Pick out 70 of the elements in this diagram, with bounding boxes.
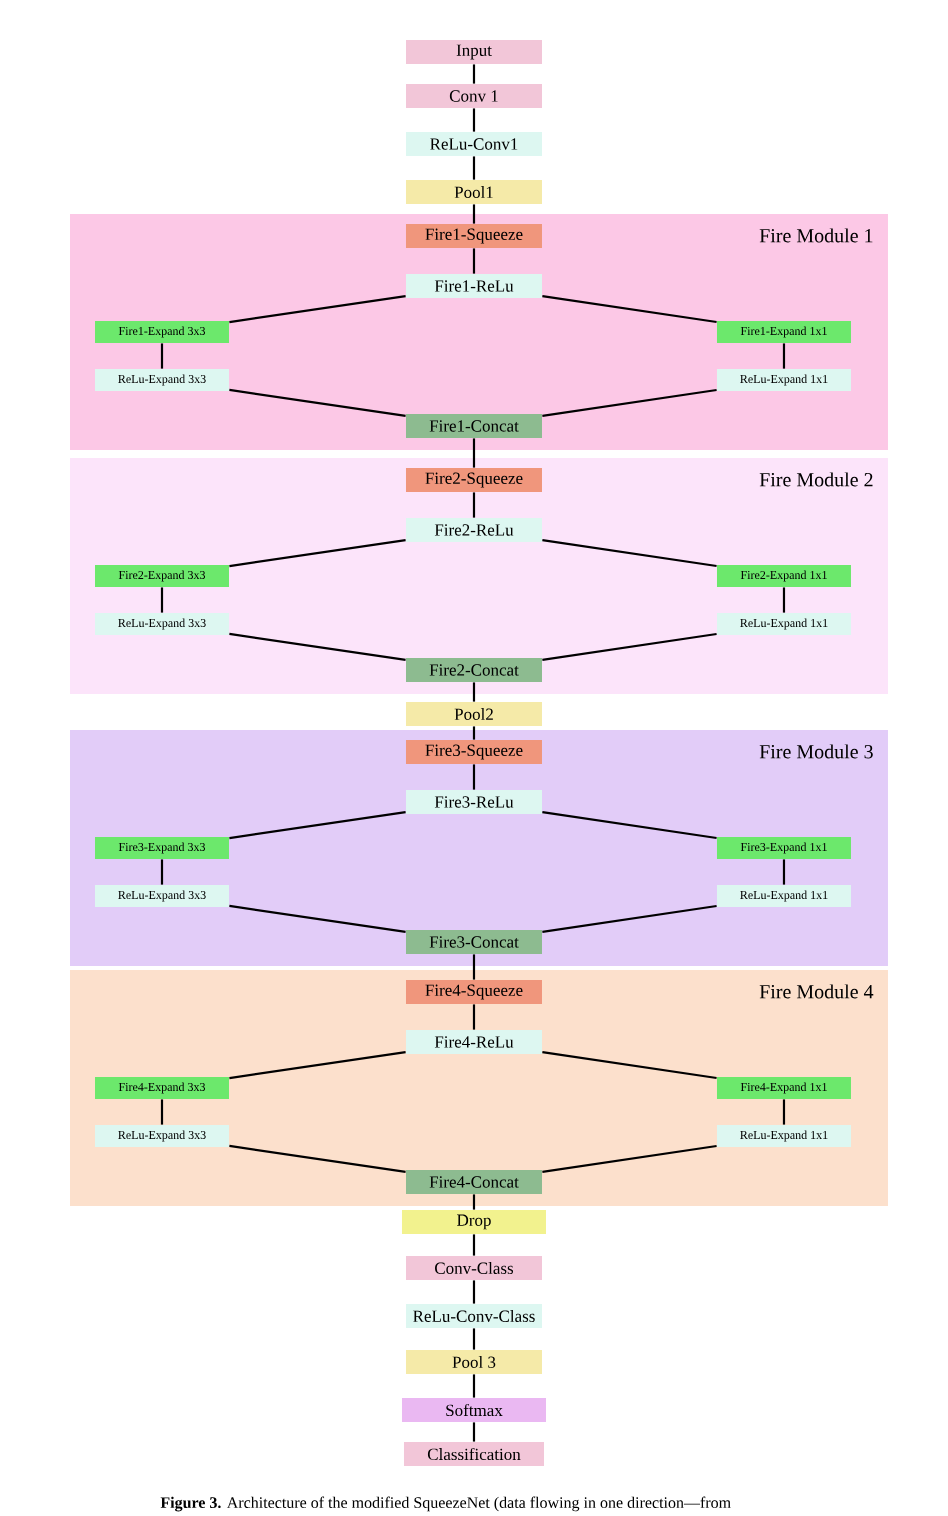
connector-line [542, 388, 717, 417]
connector-line [542, 539, 717, 568]
layer-box: Fire2-Concat [406, 658, 542, 682]
connector-line [542, 811, 717, 840]
layer-box: ReLu-Conv1 [406, 132, 542, 156]
connector-line [782, 343, 786, 369]
connector-line [229, 1051, 406, 1080]
connector-line [472, 204, 476, 224]
layer-box: Pool1 [406, 180, 542, 204]
connector-line [542, 1051, 717, 1080]
connector-line [472, 1374, 476, 1398]
connector-line [229, 388, 406, 418]
layer-box: Input [406, 40, 542, 65]
connector-line [472, 726, 476, 740]
layer-box: Pool 3 [406, 1350, 542, 1374]
connector-line [229, 904, 406, 933]
module-title: Fire Module 3 [759, 744, 873, 759]
connector-line [160, 343, 164, 369]
layer-box: ReLu-Conv-Class [406, 1304, 542, 1328]
module-title: Fire Module 4 [759, 984, 874, 999]
connector-line [160, 1099, 164, 1125]
layer-box: Fire3-Squeeze [406, 740, 542, 764]
connector-line [229, 811, 406, 840]
connector-line [472, 438, 476, 468]
connector-line [160, 859, 164, 885]
layer-box: Fire4-Squeeze [406, 980, 542, 1004]
connector-line [229, 539, 406, 568]
module-title: Fire Module 1 [759, 228, 873, 243]
connector-line [472, 1004, 476, 1030]
layer-box: Fire1-Squeeze [406, 224, 542, 248]
connector-line [472, 1280, 476, 1304]
connector-line [472, 108, 476, 132]
connector-line [229, 632, 406, 662]
connector-line [472, 1194, 476, 1210]
connector-line [472, 492, 476, 518]
layer-box: Fire2-ReLu [406, 518, 542, 542]
layer-box: Fire1-Concat [406, 414, 542, 438]
layer-box: Drop [402, 1210, 546, 1234]
connector-line [472, 156, 476, 180]
layer-box: Fire3-ReLu [406, 790, 542, 814]
connector-line [782, 859, 786, 885]
layer-box: Conv 1 [406, 84, 542, 109]
layer-box: Fire4-Concat [406, 1170, 542, 1194]
connector-line [782, 587, 786, 613]
layer-box: Fire2-Squeeze [406, 468, 542, 492]
connector-line [472, 764, 476, 790]
layer-box: Pool2 [406, 702, 542, 726]
caption: Figure 3. Architecture of the modified SqueezeNet (data flowing in one direction—from [160, 1496, 731, 1512]
connector-line [472, 64, 476, 84]
connector-line [782, 1099, 786, 1125]
layer-box: Fire1-ReLu [406, 274, 542, 298]
connector-line [229, 1144, 406, 1173]
connector-line [542, 1144, 717, 1173]
layer-box: Classification [404, 1442, 544, 1466]
connector-line [160, 587, 164, 613]
connector-line [472, 1328, 476, 1350]
connector-line [472, 1422, 476, 1442]
layer-box: Softmax [402, 1398, 546, 1422]
connector-line [542, 904, 717, 933]
layer-box: Conv-Class [406, 1256, 542, 1280]
connector-line [472, 248, 476, 274]
connector-line [472, 954, 476, 980]
connector-line [472, 682, 476, 702]
connector-line [542, 632, 717, 661]
layer-box: Fire3-Concat [406, 930, 542, 954]
module-title: Fire Module 2 [759, 472, 873, 487]
connector-line [472, 1234, 476, 1256]
connector-line [542, 295, 717, 324]
layer-box: Fire4-ReLu [406, 1030, 542, 1054]
connector-line [229, 295, 406, 324]
